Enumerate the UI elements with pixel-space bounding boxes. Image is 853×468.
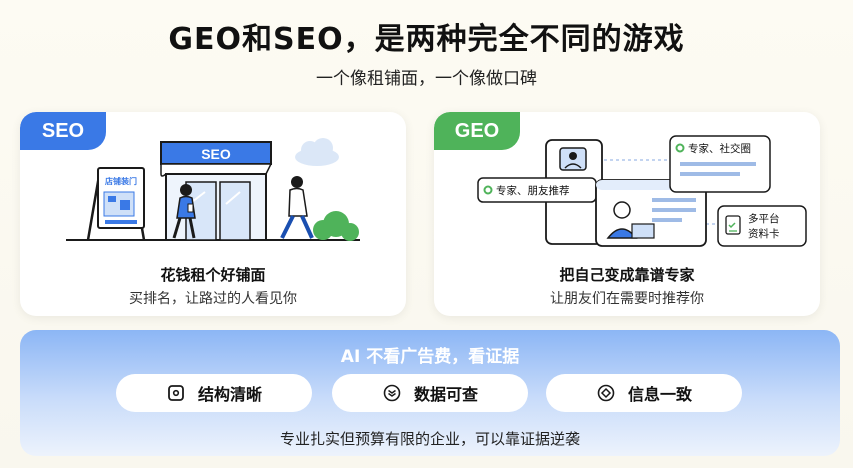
bubble-top-text: 专家、社交圈 [688, 142, 751, 155]
walking-person-icon [280, 176, 314, 239]
sign-text: 店铺装门 [105, 176, 137, 186]
pill-structure: 结构清晰 [116, 374, 312, 412]
center-card-icon [595, 179, 707, 247]
cloud-icon [295, 138, 339, 166]
person-with-phone-icon [172, 184, 196, 239]
storefront-illustration: 店铺装门 SEO [66, 138, 360, 241]
seo-card: SEO 店铺装门 SEO [20, 112, 406, 316]
pill-data-label: 数据可查 [413, 385, 478, 404]
bush-icon [313, 211, 359, 241]
store-sign-text: SEO [201, 146, 231, 162]
geo-card-subtitle: 让朋友们在需要时推荐你 [550, 291, 704, 307]
geo-card: GEO 专家、朋友推荐 [434, 112, 820, 316]
pill-consistent: 信息一致 [546, 374, 742, 412]
pill-structure-label: 结构清晰 [197, 385, 262, 404]
seo-card-title: 花钱租个好铺面 [160, 266, 266, 284]
bubble-right-line2: 资料卡 [748, 227, 780, 240]
page-subtitle: 一个像租铺面，一个像做口碑 [316, 69, 537, 89]
seo-tag: SEO [20, 112, 106, 150]
pill-consistent-label: 信息一致 [627, 385, 692, 404]
layers-icon [382, 383, 402, 403]
bubble-left-text: 专家、朋友推荐 [496, 184, 570, 197]
pill-data: 数据可查 [332, 374, 528, 412]
network-illustration: 专家、朋友推荐 专家、社交圈 多平台 资料卡 [477, 135, 807, 247]
geo-tag: GEO [434, 112, 520, 150]
bubble-right-box [717, 205, 807, 247]
sign-board-icon [86, 167, 146, 241]
checklist-icon [725, 215, 741, 235]
evidence-title: AI 不看广告费，看证据 [340, 347, 520, 367]
page-title: GEO和SEO，是两种完全不同的游戏 [168, 22, 685, 57]
seo-card-subtitle: 买排名，让路过的人看见你 [129, 291, 297, 307]
evidence-panel: AI 不看广告费，看证据 结构清晰 数据可查 信息一致 专业扎实但预算有限的企业… [20, 330, 840, 456]
square-dot-icon [166, 383, 186, 403]
bubble-right-line1: 多平台 [748, 212, 780, 225]
evidence-footer: 专业扎实但预算有限的企业，可以靠证据逆袭 [279, 430, 580, 448]
diamond-icon [596, 383, 616, 403]
geo-card-title: 把自己变成靠谱专家 [559, 266, 695, 284]
